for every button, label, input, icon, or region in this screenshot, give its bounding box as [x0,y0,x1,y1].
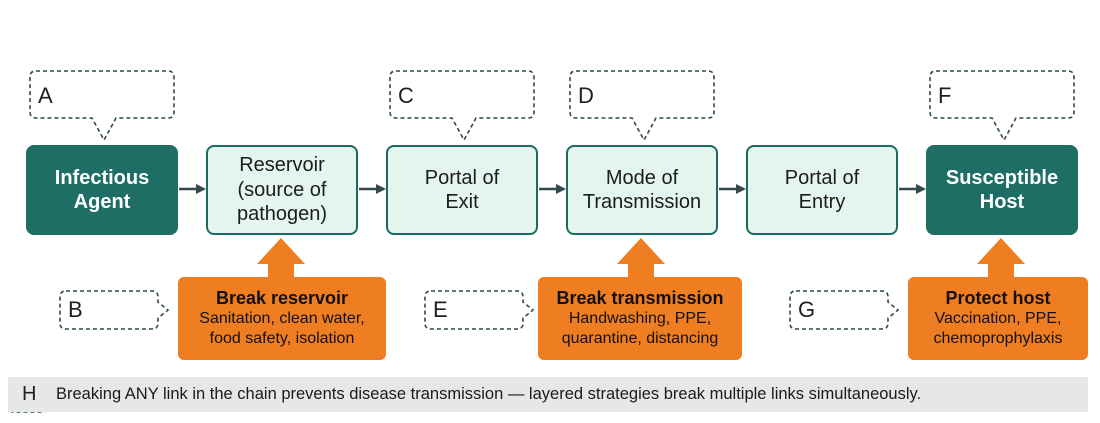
callout-a-label: A [38,83,53,108]
callout-g-outline [789,290,900,330]
node-infectious-agent: Infectious Agent [26,145,178,235]
callout-e-label: E [433,297,448,322]
break-transmission-title: Break transmission [556,288,724,308]
arrow-up-host [977,238,1025,278]
protect-host-box: Protect host Vaccination, PPE, chemoprop… [908,277,1088,360]
break-transmission-detail: Handwashing, PPE, quarantine, distancing [561,310,719,347]
node-infectious-agent-label: Infectious Agent [54,166,150,213]
break-reservoir-title: Break reservoir [215,288,349,308]
arrow-up-reservoir [257,238,305,278]
node-susceptible-host-label: Susceptible Host [945,166,1059,213]
break-reservoir-box: Break reservoir Sanitation, clean water,… [178,277,386,360]
node-susceptible-host: Susceptible Host [926,145,1078,235]
break-transmission-box: Break transmission Handwashing, PPE, qua… [538,277,742,360]
node-mode-of-transmission: Mode of Transmission [566,145,718,235]
callout-f-outline [929,70,1075,142]
callout-g-label: G [798,297,816,322]
callout-c-label: C [398,83,414,108]
callout-b-outline [59,290,170,330]
node-portal-of-exit-label: Portal of Exit [424,166,500,213]
node-reservoir-label: Reservoir (source of pathogen) [236,154,328,226]
callout-f-label: F [938,83,952,108]
node-reservoir: Reservoir (source of pathogen) [206,145,358,235]
break-reservoir-detail: Sanitation, clean water, food safety, is… [199,310,365,347]
callout-d-label: D [578,83,594,108]
protect-host-title: Protect host [945,288,1051,308]
callout-b-label: B [68,297,83,322]
callout-h-label: H [22,383,37,405]
node-portal-of-exit: Portal of Exit [386,145,538,235]
node-mode-of-transmission-label: Mode of Transmission [582,166,702,213]
callout-e-outline [424,290,535,330]
summary-note-bar [8,377,1088,412]
node-portal-of-entry: Portal of Entry [746,145,898,235]
arrow-up-transmission [617,238,665,278]
protect-host-detail: Vaccination, PPE, chemoprophylaxis [933,310,1063,347]
summary-note-text: Breaking ANY link in the chain prevents … [56,385,922,403]
node-portal-of-entry-label: Portal of Entry [784,166,860,213]
